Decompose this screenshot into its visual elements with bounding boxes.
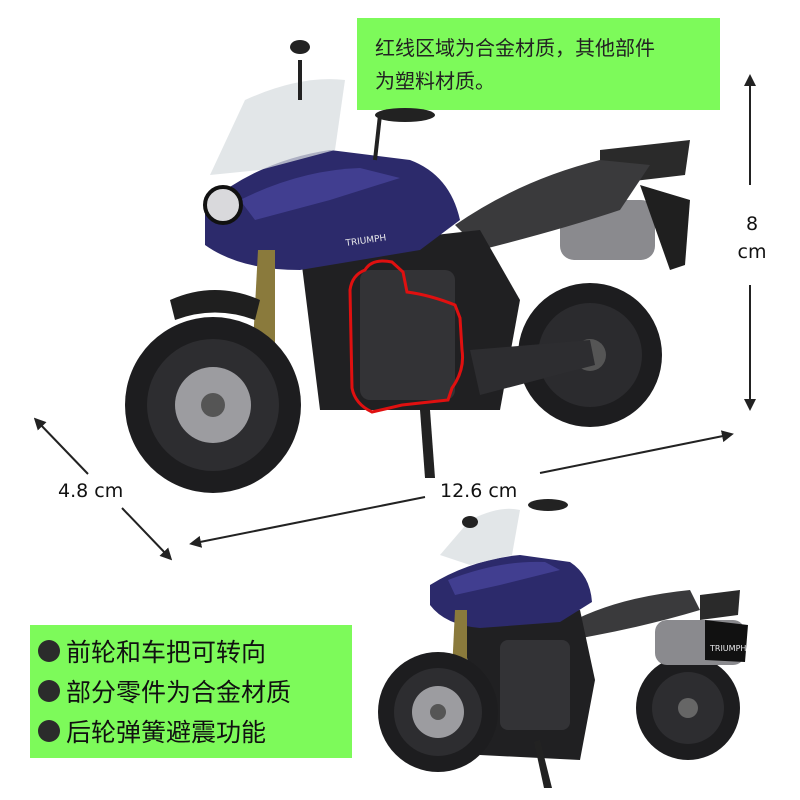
alloy-note-box: 红线区域为合金材质，其他部件 为塑料材质。 [357, 18, 720, 110]
plate-logo: TRIUMPH [709, 644, 746, 653]
alloy-note-line1: 红线区域为合金材质，其他部件 [375, 36, 655, 60]
alloy-note-line2: 为塑料材质。 [375, 69, 495, 93]
feature-item: 前轮和车把可转向 [38, 631, 344, 671]
width-dimension-line [33, 417, 173, 561]
feature-label: 部分零件为合金材质 [66, 678, 292, 707]
feature-item: 后轮弹簧避震功能 [38, 711, 344, 751]
width-label: 4.8 cm [58, 480, 124, 502]
height-label: 8 cm [732, 210, 772, 266]
length-dimension-line [189, 430, 734, 548]
feature-list: 前轮和车把可转向 部分零件为合金材质 后轮弹簧避震功能 [30, 625, 352, 758]
height-unit: cm [737, 241, 767, 263]
bullet-icon [38, 720, 60, 742]
height-value: 8 [745, 213, 759, 235]
motorcycle-large: TRIUMPH [125, 40, 690, 493]
bullet-icon [38, 680, 60, 702]
feature-label: 后轮弹簧避震功能 [66, 718, 267, 747]
bullet-icon [38, 640, 60, 662]
feature-item: 部分零件为合金材质 [38, 671, 344, 711]
length-label: 12.6 cm [440, 480, 518, 502]
feature-label: 前轮和车把可转向 [66, 638, 267, 667]
alloy-outline [348, 259, 464, 414]
motorcycle-small: TRIUMPH [378, 499, 748, 788]
